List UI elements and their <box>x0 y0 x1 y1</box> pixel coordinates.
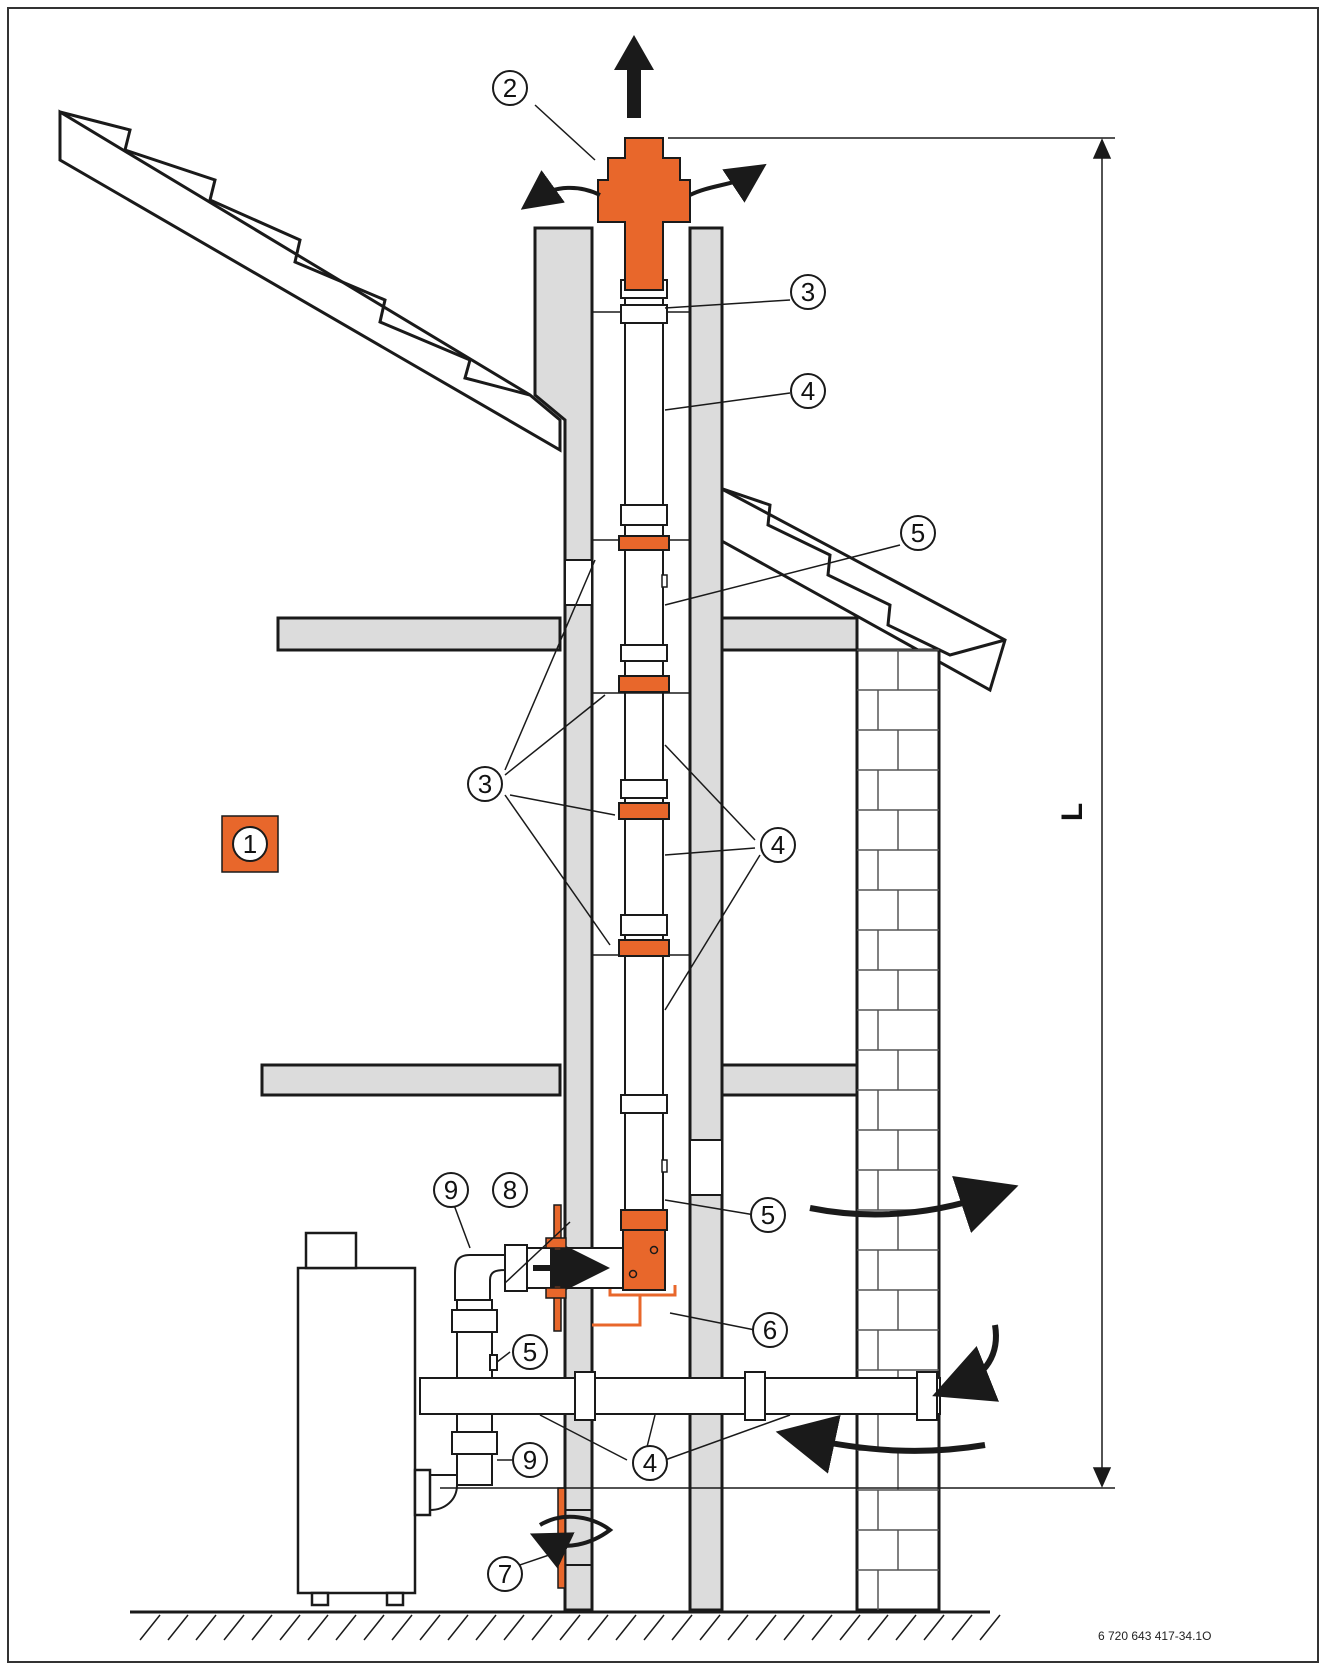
callout-4-top: 4 <box>790 373 826 409</box>
horizontal-connector <box>454 1244 624 1301</box>
svg-text:4: 4 <box>771 830 785 860</box>
callout-5-bottom: 5 <box>750 1197 786 1233</box>
floor-slab-lower-right <box>720 1063 859 1097</box>
dimension-L-label: L <box>1056 803 1089 821</box>
svg-text:4: 4 <box>801 376 815 406</box>
floor-slab-upper-right <box>720 616 859 652</box>
horizontal-air-pipe <box>419 1371 941 1421</box>
chimney-vent-opening-right <box>689 1139 723 1196</box>
vent-air-arrow <box>529 1514 614 1569</box>
inspection-port-upper <box>661 574 668 588</box>
callout-3-top: 3 <box>790 274 826 310</box>
wall-plate <box>545 1204 567 1332</box>
callout-7: 7 <box>487 1556 523 1592</box>
svg-text:9: 9 <box>523 1445 537 1475</box>
svg-text:4: 4 <box>643 1448 657 1478</box>
air-arrow-curve <box>932 1324 1000 1402</box>
brick-wall <box>855 648 941 1612</box>
callout-8: 8 <box>492 1172 528 1208</box>
svg-text:3: 3 <box>478 769 492 799</box>
outer-frame <box>7 7 1319 1663</box>
inspection-port-lower <box>661 1159 668 1173</box>
callouts: 2 3 4 5 3 4 5 6 <box>221 70 936 1592</box>
svg-text:5: 5 <box>761 1200 775 1230</box>
floor-slab-lower-left <box>260 1063 562 1097</box>
leader-lines <box>453 104 901 1571</box>
callout-4-group: 4 <box>760 827 796 863</box>
support-bend <box>592 1209 677 1327</box>
callout-9-top: 9 <box>433 1172 469 1208</box>
air-arrow-upper <box>809 1176 1019 1233</box>
callout-4-horizontal: 4 <box>632 1445 668 1481</box>
orange-clamps <box>618 535 670 957</box>
reference-code: 6 720 643 417-34.1O <box>1098 1629 1211 1643</box>
callout-5-top: 5 <box>900 515 936 551</box>
callout-6: 6 <box>752 1312 788 1348</box>
callout-3-group: 3 <box>467 766 503 802</box>
air-out-arrow-left <box>520 170 601 210</box>
svg-text:8: 8 <box>503 1175 517 1205</box>
left-roof <box>58 109 562 453</box>
air-arrow-lower <box>775 1414 986 1474</box>
svg-text:7: 7 <box>498 1559 512 1589</box>
svg-text:2: 2 <box>503 73 517 103</box>
svg-text:5: 5 <box>911 518 925 548</box>
svg-text:5: 5 <box>523 1337 537 1367</box>
callout-5-boiler: 5 <box>512 1334 548 1370</box>
boiler <box>296 1231 432 1607</box>
callout-2: 2 <box>492 70 528 106</box>
svg-text:9: 9 <box>444 1175 458 1205</box>
floor-slab-upper-left <box>276 616 562 652</box>
dimension-L <box>440 137 1115 1489</box>
callout-9-bottom: 9 <box>512 1442 548 1478</box>
svg-text:1: 1 <box>243 829 257 859</box>
svg-text:3: 3 <box>801 277 815 307</box>
vertical-flue-pipe <box>592 279 690 1221</box>
ground <box>130 1610 1001 1641</box>
air-out-arrow-right <box>689 163 767 203</box>
svg-text:6: 6 <box>763 1315 777 1345</box>
terminal-cap <box>597 137 691 291</box>
exhaust-up-arrow <box>614 35 654 118</box>
callout-1-room: 1 <box>221 815 279 873</box>
